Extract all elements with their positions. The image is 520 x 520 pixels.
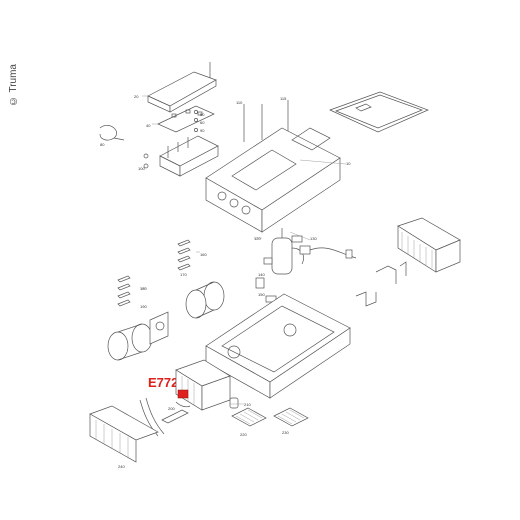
valve-assembly[interactable] <box>255 277 277 303</box>
control-lid[interactable] <box>142 62 217 113</box>
part-number-115: 115 <box>280 96 287 101</box>
filter-left[interactable] <box>231 407 267 427</box>
part-number-190: 190 <box>140 304 147 309</box>
part-number-130: 130 <box>310 236 317 241</box>
part-number-40: 40 <box>146 123 151 128</box>
part-number-120: 120 <box>254 236 261 241</box>
fan-motor[interactable] <box>149 311 169 345</box>
electronics-housing[interactable] <box>143 135 219 177</box>
part-number-210: 210 <box>244 402 251 407</box>
mounting-brackets[interactable] <box>117 239 191 307</box>
base-tray[interactable] <box>205 293 351 399</box>
part-number-170: 170 <box>180 272 187 277</box>
part-number-labels: 10 20 40 50 60 80 90 100 110 115 120 130… <box>100 94 351 469</box>
part-number-220: 220 <box>240 432 247 437</box>
part-number-90: 90 <box>200 128 205 133</box>
cable-loom[interactable] <box>99 124 125 141</box>
relay-cable[interactable] <box>299 245 357 259</box>
pipe-assembly[interactable] <box>355 261 407 307</box>
control-board[interactable] <box>152 105 215 133</box>
part-number-110: 110 <box>236 100 243 105</box>
evaporator[interactable] <box>175 359 231 411</box>
part-number-240: 240 <box>118 464 125 469</box>
top-housing[interactable] <box>205 127 341 233</box>
sensor-bracket[interactable] <box>161 409 189 424</box>
leader-lines <box>140 159 347 405</box>
part-number-230: 230 <box>282 430 289 435</box>
part-number-200: 200 <box>168 406 175 411</box>
cover-plate[interactable] <box>329 91 429 133</box>
part-number-50: 50 <box>200 112 205 117</box>
filter-right[interactable] <box>273 407 309 427</box>
part-number-100: 100 <box>138 166 145 171</box>
highlighted-part-marker[interactable] <box>175 389 191 408</box>
part-number-150: 150 <box>258 292 265 297</box>
part-number-180: 180 <box>140 286 147 291</box>
fan-wheel-lower[interactable] <box>107 323 153 361</box>
drain-fitting[interactable] <box>229 397 239 409</box>
part-number-80: 80 <box>100 142 105 147</box>
return-air-grille[interactable] <box>89 405 159 463</box>
part-number-140: 140 <box>258 272 265 277</box>
part-number-60: 60 <box>200 120 205 125</box>
compressor[interactable] <box>263 228 304 275</box>
part-number-160: 160 <box>200 252 207 257</box>
fan-wheel-upper[interactable] <box>185 281 225 319</box>
part-number-20: 20 <box>134 94 139 99</box>
condenser[interactable] <box>397 217 461 273</box>
part-number-10: 10 <box>346 161 351 166</box>
